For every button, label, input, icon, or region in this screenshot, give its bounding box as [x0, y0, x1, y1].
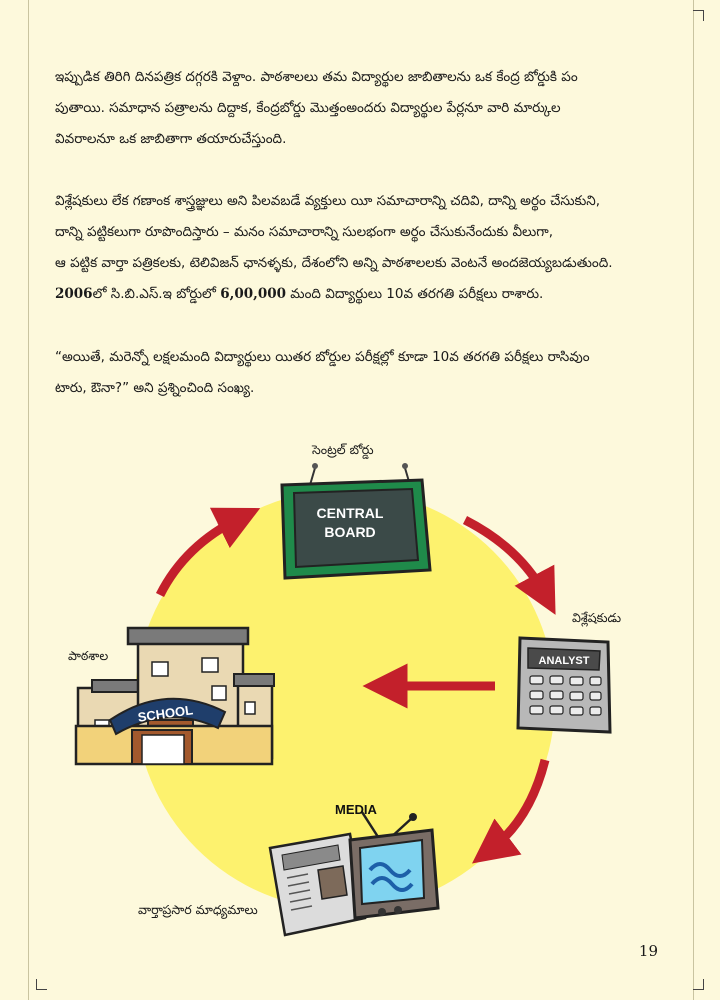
crop-mark — [36, 979, 47, 990]
flow-arrow — [472, 758, 550, 864]
board-sign-line1: CENTRAL — [317, 505, 384, 521]
school-building-icon — [74, 626, 275, 766]
yellow-circle — [135, 490, 555, 910]
paragraph-3: “అయితే, మరెన్నో లక్షలమంది విద్యార్థులు య… — [55, 342, 655, 404]
page-border — [28, 0, 694, 1000]
flow-arrow — [155, 507, 261, 598]
text-line: దాన్ని పట్టికలుగా రూపొందిస్తారు – మనం సమ… — [55, 224, 554, 240]
page-number: 19 — [638, 942, 658, 960]
text-span: మంది విద్యార్థులు 10వ తరగతి పరీక్షలు రాశ… — [286, 286, 544, 302]
data-flow-diagram: CENTRAL BOARD ANALYST — [0, 430, 720, 950]
text-line: 2006లో సి.బి.ఎస్.ఇ బోర్డులో 6,00,000 మంద… — [55, 279, 655, 310]
text-line: విశ్లేషకులు లేక గణాంక శాస్త్రజ్ఞులు అని … — [55, 193, 601, 209]
flow-arrow — [462, 515, 556, 615]
central-board-caption: సెంట్రల్ బోర్డు — [312, 442, 374, 457]
text-line: టారు, ఔనా?” అని ప్రశ్నించింది సంఖ్య. — [55, 380, 255, 396]
paragraph-2: విశ్లేషకులు లేక గణాంక శాస్త్రజ్ఞులు అని … — [55, 186, 655, 310]
text-line: ఇప్పుడిక తిరిగి దినపత్రిక దగ్గరకి వెళ్దా… — [55, 69, 578, 85]
diagram-illustration: CENTRAL BOARD ANALYST — [74, 463, 612, 937]
text-line: పుతాయి. సమాధాన పత్రాలను దిద్దాక, కేంద్రబ… — [55, 100, 561, 116]
text-line: వివరాలనూ ఒక జాబితాగా తయారుచేస్తుంది. — [55, 131, 287, 147]
text-line: “అయితే, మరెన్నో లక్షలమంది విద్యార్థులు య… — [55, 349, 590, 365]
student-count: 6,00,000 — [220, 286, 287, 302]
analyst-calculator-icon — [516, 636, 612, 734]
television-icon — [348, 811, 440, 920]
media-caption: వార్తాప్రసార మాధ్యమాలు — [138, 902, 258, 917]
text-line: ఆ పట్టిక వార్తా పత్రికలకు, టెలివిజన్ ఛాన… — [55, 255, 613, 271]
crop-mark — [693, 979, 704, 990]
newspaper-icon — [268, 832, 367, 937]
board-sign-line2: BOARD — [324, 524, 375, 540]
paragraph-1: ఇప్పుడిక తిరిగి దినపత్రిక దగ్గరకి వెళ్దా… — [55, 62, 655, 155]
analyst-caption: విశ్లేషకుడు — [572, 610, 622, 625]
media-label: MEDIA — [335, 802, 378, 817]
text-span: లో సి.బి.ఎస్.ఇ బోర్డులో — [92, 286, 221, 302]
central-board-icon — [280, 463, 432, 580]
year-number: 2006 — [55, 286, 93, 302]
school-caption: పాఠశాల — [68, 648, 109, 663]
crop-mark — [693, 10, 704, 21]
analyst-screen-text: ANALYST — [539, 655, 590, 667]
